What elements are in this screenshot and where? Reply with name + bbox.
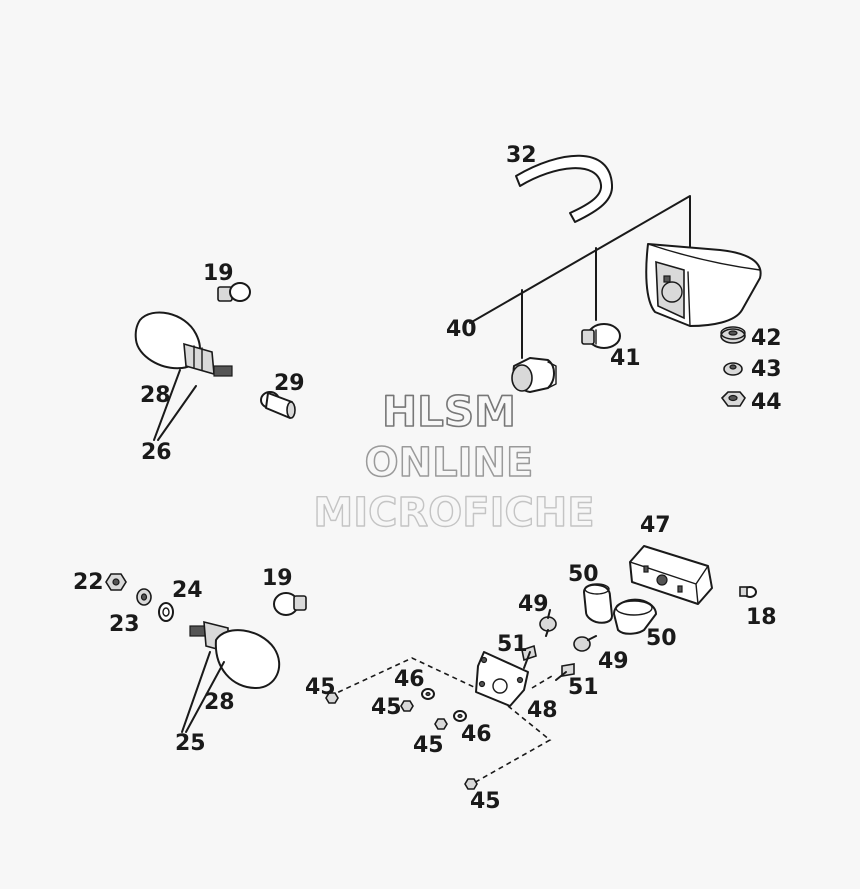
part-23-lock-washer[interactable] [136,588,152,606]
label-28-upper[interactable]: 28 [140,383,171,408]
label-46-b[interactable]: 46 [461,722,492,747]
label-22[interactable]: 22 [73,570,104,595]
part-49-stud-lower[interactable] [573,635,597,652]
part-45-nut-a[interactable] [325,692,339,704]
part-45-nut-c[interactable] [434,718,448,730]
label-28-lower[interactable]: 28 [204,690,235,715]
label-18[interactable]: 18 [746,605,777,630]
label-45-b[interactable]: 45 [371,695,402,720]
label-44[interactable]: 44 [751,390,782,415]
label-45-c[interactable]: 45 [413,733,444,758]
label-43[interactable]: 43 [751,357,782,382]
label-50-upper[interactable]: 50 [568,562,599,587]
label-49-upper[interactable]: 49 [518,592,549,617]
watermark-line-1: HLSM [382,387,516,436]
watermark-line-2: ONLINE [365,440,534,486]
part-19-bulb-lower[interactable] [273,592,307,616]
part-18-bulb[interactable] [739,586,757,598]
part-labels: 32 40 41 42 43 44 19 28 26 29 22 23 24 1… [73,143,782,814]
watermark: HLSM ONLINE MICROFICHE [313,386,596,537]
label-51-upper[interactable]: 51 [497,632,528,657]
part-41-bulb[interactable] [581,323,621,349]
part-45-nut-b[interactable] [400,700,414,712]
label-49-lower[interactable]: 49 [598,649,629,674]
part-46-washer-a[interactable] [421,688,435,700]
label-45-a[interactable]: 45 [305,675,336,700]
label-23[interactable]: 23 [109,612,140,637]
label-25[interactable]: 25 [175,731,206,756]
part-42-grommet[interactable] [720,326,746,344]
part-40-wiring-harness[interactable] [469,195,691,359]
label-41[interactable]: 41 [610,346,641,371]
label-29[interactable]: 29 [274,371,305,396]
part-47-license-lamp[interactable] [629,545,713,605]
label-19-upper[interactable]: 19 [203,261,234,286]
part-46-washer-b[interactable] [453,710,467,722]
part-48-bracket[interactable] [475,651,529,707]
label-19-lower[interactable]: 19 [262,566,293,591]
bulb-socket-lens[interactable] [511,357,557,393]
part-49-stud-upper[interactable] [539,609,557,637]
part-22-nut[interactable] [105,573,127,591]
part-50-buffer-lower[interactable] [613,598,657,635]
label-32[interactable]: 32 [506,143,537,168]
tail-light-housing[interactable] [645,243,762,327]
part-45-nut-d[interactable] [464,778,478,790]
part-25-turn-signal-lower[interactable] [189,620,281,689]
part-43-washer[interactable] [723,362,743,376]
part-32-rubber-strip[interactable] [515,154,614,223]
part-51-screw-upper[interactable] [521,644,537,669]
watermark-line-3: MICROFICHE [313,490,594,536]
part-24-washer[interactable] [158,602,174,622]
part-19-bulb-upper[interactable] [217,282,251,302]
label-42[interactable]: 42 [751,326,782,351]
label-24[interactable]: 24 [172,578,203,603]
label-51-lower[interactable]: 51 [568,675,599,700]
part-26-turn-signal-upper[interactable] [134,311,233,377]
part-44-nut[interactable] [720,391,746,407]
part-51-screw-lower[interactable] [555,663,575,681]
label-26[interactable]: 26 [141,440,172,465]
part-29-socket[interactable] [260,391,296,419]
part-50-buffer-upper[interactable] [583,583,613,624]
label-40[interactable]: 40 [446,317,477,342]
label-45-d[interactable]: 45 [470,789,501,814]
label-46-a[interactable]: 46 [394,667,425,692]
label-48[interactable]: 48 [527,698,558,723]
label-50-lower[interactable]: 50 [646,626,677,651]
label-47[interactable]: 47 [640,513,671,538]
